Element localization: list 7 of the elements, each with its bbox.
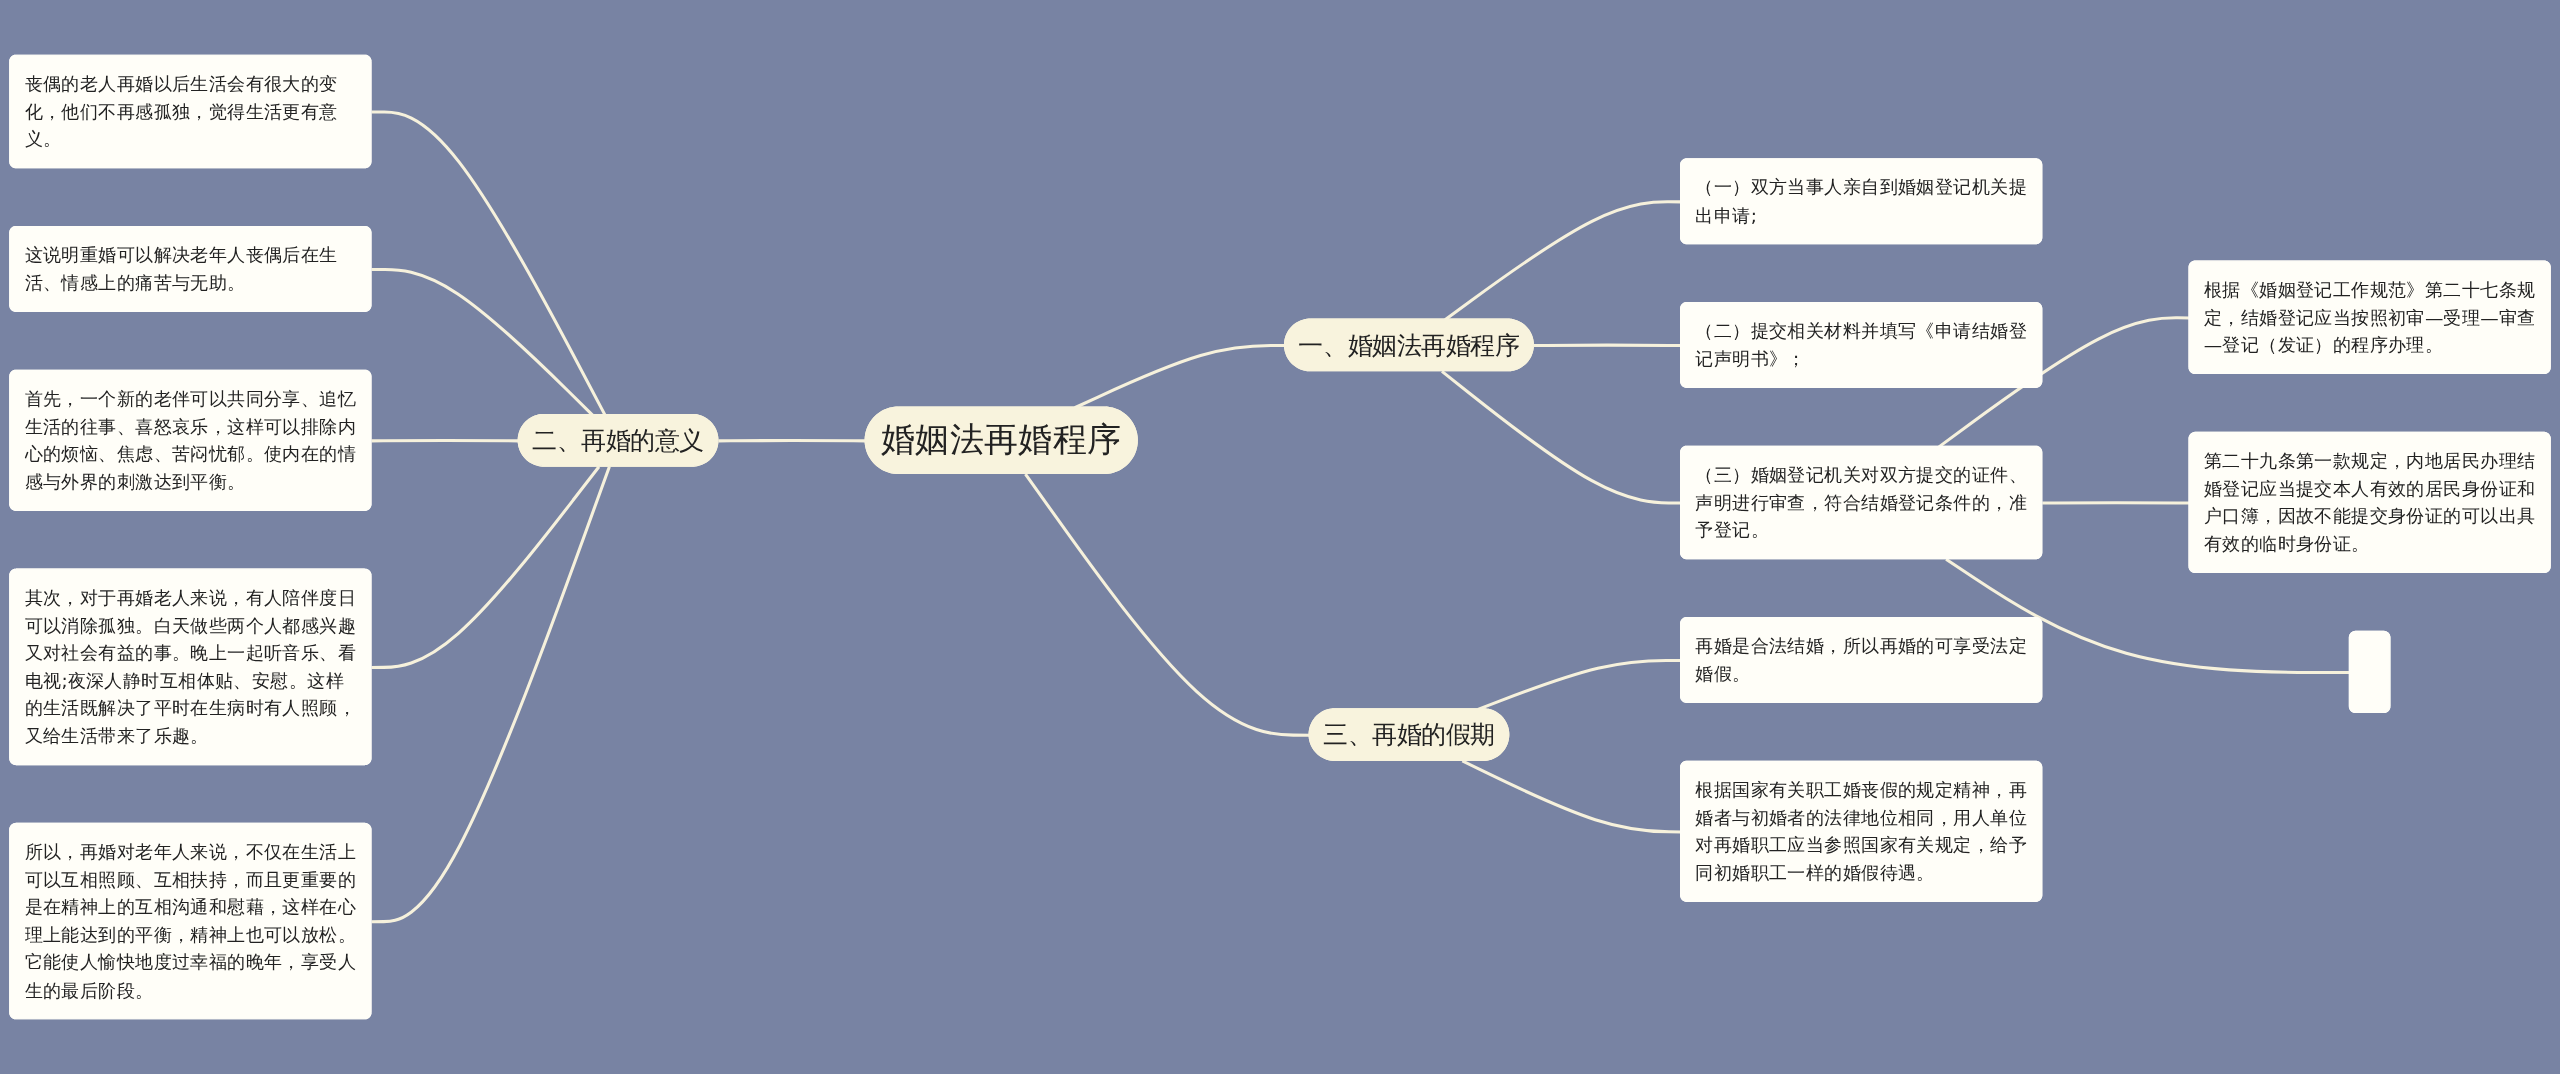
connector: [718, 438, 866, 443]
connector: [371, 110, 607, 416]
connector: [1024, 473, 1310, 737]
connector: [2042, 501, 2190, 505]
connector: [371, 466, 611, 924]
connector: [371, 438, 519, 443]
connector: [371, 465, 601, 670]
